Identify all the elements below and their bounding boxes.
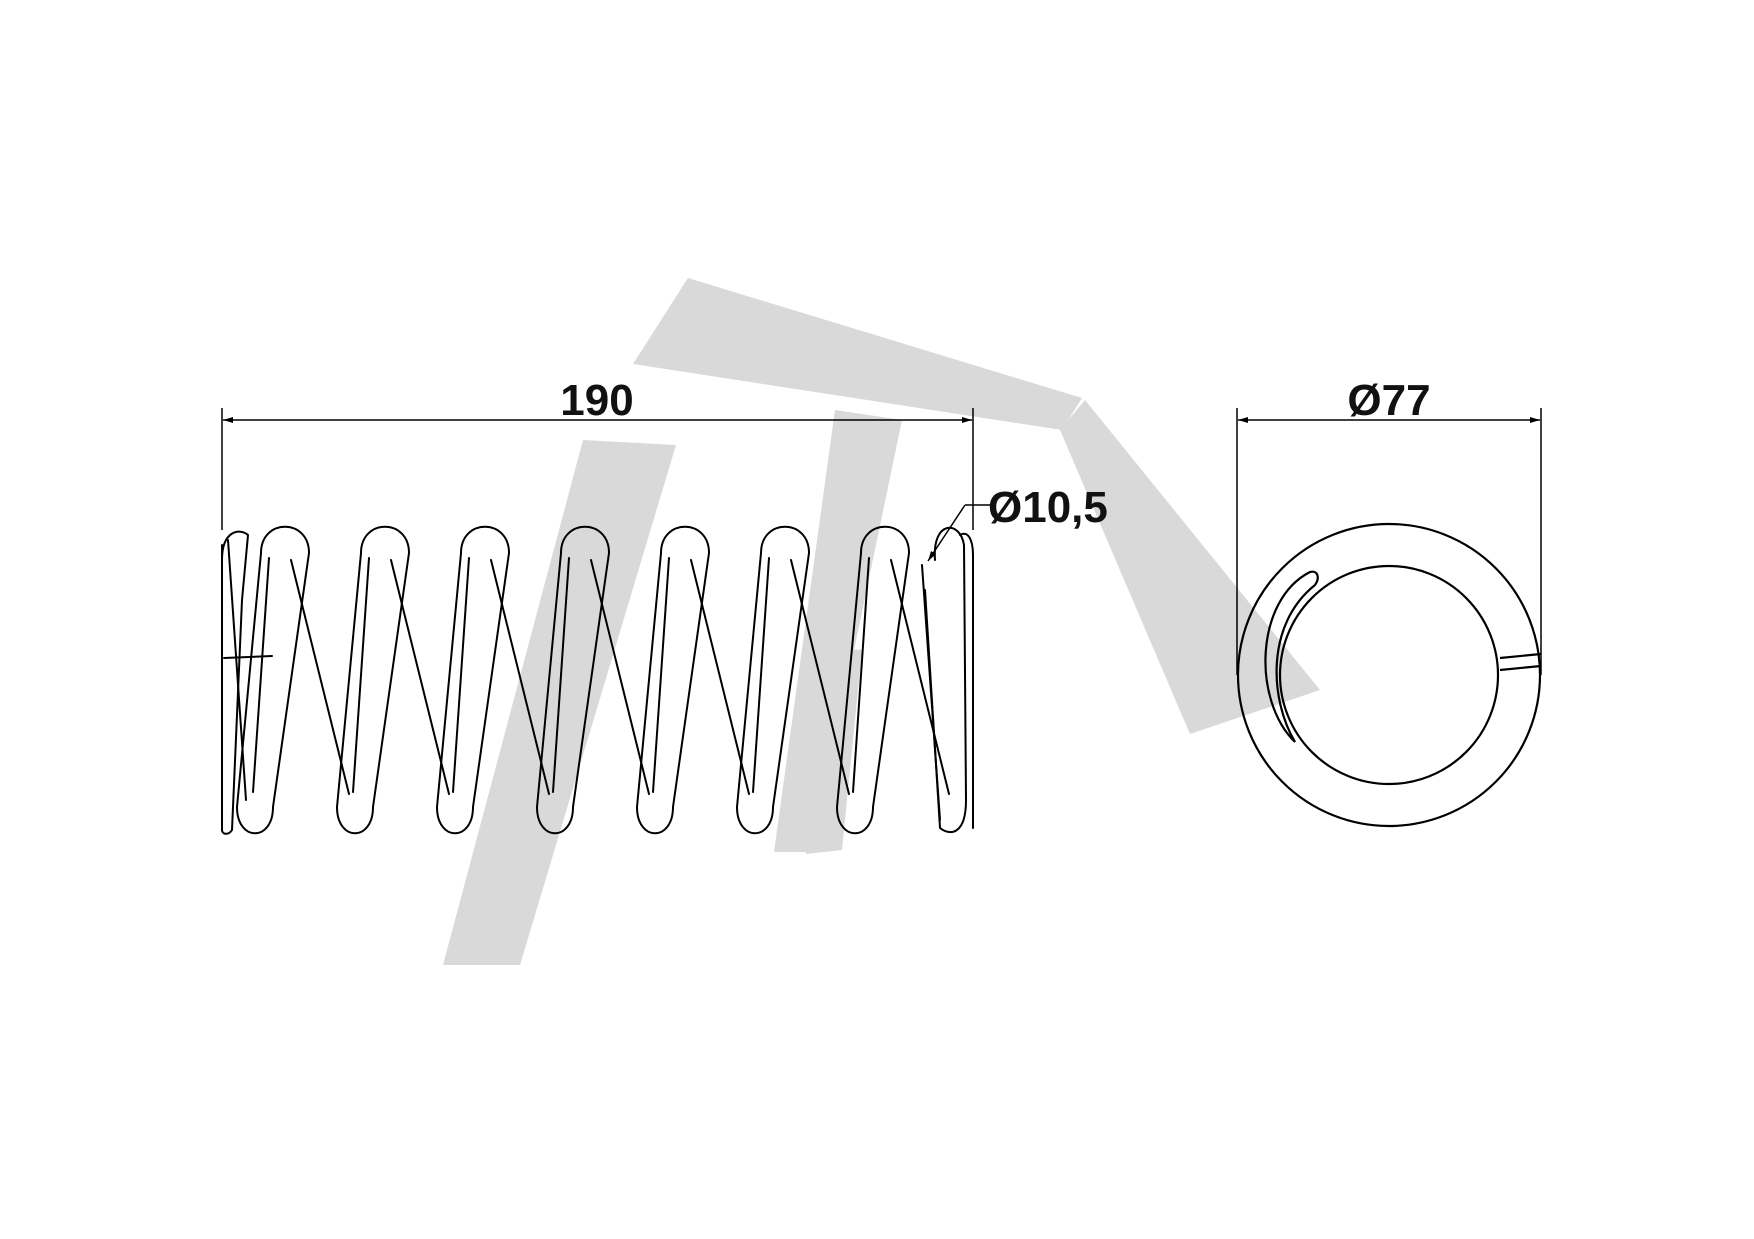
outer-diameter-label: Ø77 (1347, 376, 1430, 425)
watermark-right-arrow (1060, 400, 1320, 734)
end-view-cut-line-a (1499, 652, 1542, 660)
outer-diameter-dimension (1236, 408, 1542, 675)
end-view-cut-line-b (1499, 664, 1542, 672)
spring-coil-back-wire (390, 559, 450, 795)
spring-end-coil-right-edge (921, 564, 941, 821)
wire-diameter-label: Ø10,5 (988, 483, 1108, 532)
length-dimension (221, 408, 974, 530)
spring-coil-loop (236, 525, 310, 835)
spring-coil-inner-edge (552, 557, 570, 793)
spring-end-coil-left (221, 530, 249, 835)
spring-coil-inner-edge (352, 557, 370, 793)
spring-coil-loop (536, 525, 610, 835)
spring-coil-back-wire (690, 559, 750, 795)
spring-coil-inner-edge (852, 557, 870, 793)
length-label: 190 (560, 376, 633, 425)
spring-coil-inner-edge (652, 557, 670, 793)
spring-coil-back-wire (590, 559, 650, 795)
spring-end-coil-left-edge (227, 539, 247, 801)
end-view-coil-tip (1264, 570, 1319, 743)
watermark-top-bar (633, 278, 1082, 430)
spring-coil-inner-edge (452, 557, 470, 793)
spring-coil-loop (336, 525, 410, 835)
spring-coil-loop (836, 525, 910, 835)
spring-side-view (221, 525, 974, 835)
end-view-outer-circle (1236, 522, 1542, 828)
end-view-inner-circle (1278, 564, 1500, 786)
spring-end-coil-left-cut (223, 655, 273, 659)
spring-coil-back-wire (490, 559, 550, 795)
spring-coil-loop (736, 525, 810, 835)
spring-coil-back-wire (890, 559, 950, 795)
spring-end-coil-right (924, 526, 967, 833)
spring-coil-loop (436, 525, 510, 835)
spring-coil-loop (636, 525, 710, 835)
spring-end-face-right (959, 532, 974, 829)
spring-coil-back-wire (290, 559, 350, 795)
spring-end-view (1236, 522, 1542, 828)
spring-coil-inner-edge (252, 557, 270, 793)
spring-coil-inner-edge (752, 557, 770, 793)
spring-coil-back-wire (790, 559, 850, 795)
watermark-lower-block (805, 645, 862, 854)
